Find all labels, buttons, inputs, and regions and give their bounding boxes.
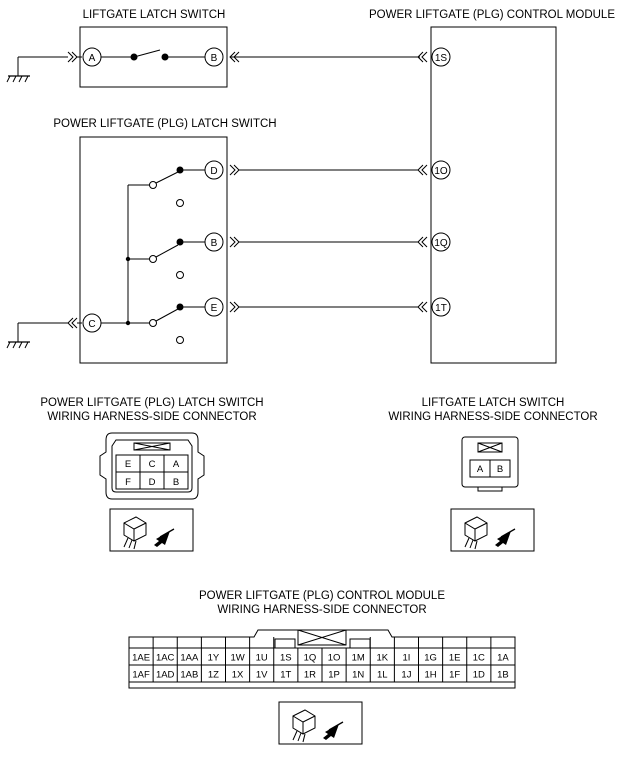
module-cell: 1Z xyxy=(208,670,219,681)
latch-connector: A B xyxy=(461,436,519,492)
ground-symbol-icon xyxy=(6,323,30,349)
terminal-1t: 1T xyxy=(435,303,447,314)
terminal-d: D xyxy=(210,166,217,177)
module-cell: 1G xyxy=(424,653,437,664)
connector-view-icon xyxy=(109,508,194,552)
connector-view-icon xyxy=(450,508,535,552)
module-cell: 1M xyxy=(352,653,365,664)
module-cell: 1F xyxy=(449,670,460,681)
module-cell: 1O xyxy=(328,653,341,664)
module-cell: 1J xyxy=(401,670,411,681)
module-cell: 1AF xyxy=(132,670,150,681)
module-cell: 1N xyxy=(352,670,364,681)
module-connector: 1AE 1AC 1AA 1Y 1W 1U 1S 1Q 1O 1M 1K 1I 1G 1E 1C 1A 1AF 1A… xyxy=(128,629,516,689)
module-cell: 1T xyxy=(280,670,291,681)
module-cell: 1AB xyxy=(180,670,198,681)
plg-cell: B xyxy=(173,477,179,488)
plg-cell: A xyxy=(173,459,180,470)
liftgate-latch-switch: A B xyxy=(6,26,240,88)
module-connector-title-1: POWER LIFTGATE (PLG) CONTROL MODULE xyxy=(199,590,445,602)
terminal-1s: 1S xyxy=(435,53,448,64)
plg-latch-switch: C D B E xyxy=(6,136,240,364)
module-cell: 1AE xyxy=(132,653,150,664)
terminal-a: A xyxy=(89,53,96,64)
module-cell: 1S xyxy=(280,653,292,664)
module-cell: 1K xyxy=(377,653,389,664)
module-cell: 1U xyxy=(256,653,268,664)
plg-latch-switch-title: POWER LIFTGATE (PLG) LATCH SWITCH xyxy=(53,118,276,130)
module-cell: 1V xyxy=(256,670,268,681)
module-cell: 1L xyxy=(377,670,388,681)
module-cell: 1I xyxy=(402,653,410,664)
plg-cell: F xyxy=(125,477,131,488)
plg-control-module-title: POWER LIFTGATE (PLG) CONTROL MODULE xyxy=(369,9,615,21)
module-connector-title-2: WIRING HARNESS-SIDE CONNECTOR xyxy=(217,604,426,616)
latch-cell: A xyxy=(477,464,484,475)
module-cell: 1E xyxy=(449,653,461,664)
module-cell: 1P xyxy=(328,670,340,681)
terminal-c: C xyxy=(88,319,95,330)
module-cell: 1AA xyxy=(180,653,199,664)
module-cell: 1B xyxy=(497,670,509,681)
module-cell: 1X xyxy=(232,670,244,681)
latch-connector-title-2: WIRING HARNESS-SIDE CONNECTOR xyxy=(388,411,597,423)
terminal-b: B xyxy=(211,53,218,64)
module-cell: 1D xyxy=(473,670,485,681)
terminal-b2: B xyxy=(211,238,218,249)
module-cell: 1A xyxy=(497,653,509,664)
module-cell: 1Q xyxy=(304,653,317,664)
module-cell: 1AD xyxy=(156,670,175,681)
plg-control-module: 1S 1O 1Q 1T xyxy=(417,26,557,364)
module-cell: 1H xyxy=(424,670,436,681)
plg-cell: D xyxy=(149,477,156,488)
latch-cell: B xyxy=(497,464,503,475)
plg-latch-connector: E C A F D B xyxy=(99,432,205,500)
latch-connector-title-1: LIFTGATE LATCH SWITCH xyxy=(422,397,565,409)
terminal-1o: 1O xyxy=(434,166,448,177)
module-cell: 1R xyxy=(304,670,316,681)
terminal-e: E xyxy=(211,303,218,314)
plg-cell: C xyxy=(149,459,156,470)
connector-view-icon xyxy=(278,701,363,745)
module-cell: 1W xyxy=(230,653,244,664)
module-cell: 1Y xyxy=(208,653,220,664)
module-cell: 1C xyxy=(473,653,485,664)
module-cell: 1AC xyxy=(156,653,175,664)
liftgate-latch-switch-title: LIFTGATE LATCH SWITCH xyxy=(83,9,226,21)
terminal-1q: 1Q xyxy=(434,238,448,249)
ground-symbol-icon xyxy=(6,57,30,83)
plg-latch-connector-title-2: WIRING HARNESS-SIDE CONNECTOR xyxy=(47,411,256,423)
plg-cell: E xyxy=(125,459,131,470)
plg-latch-connector-title-1: POWER LIFTGATE (PLG) LATCH SWITCH xyxy=(40,397,263,409)
